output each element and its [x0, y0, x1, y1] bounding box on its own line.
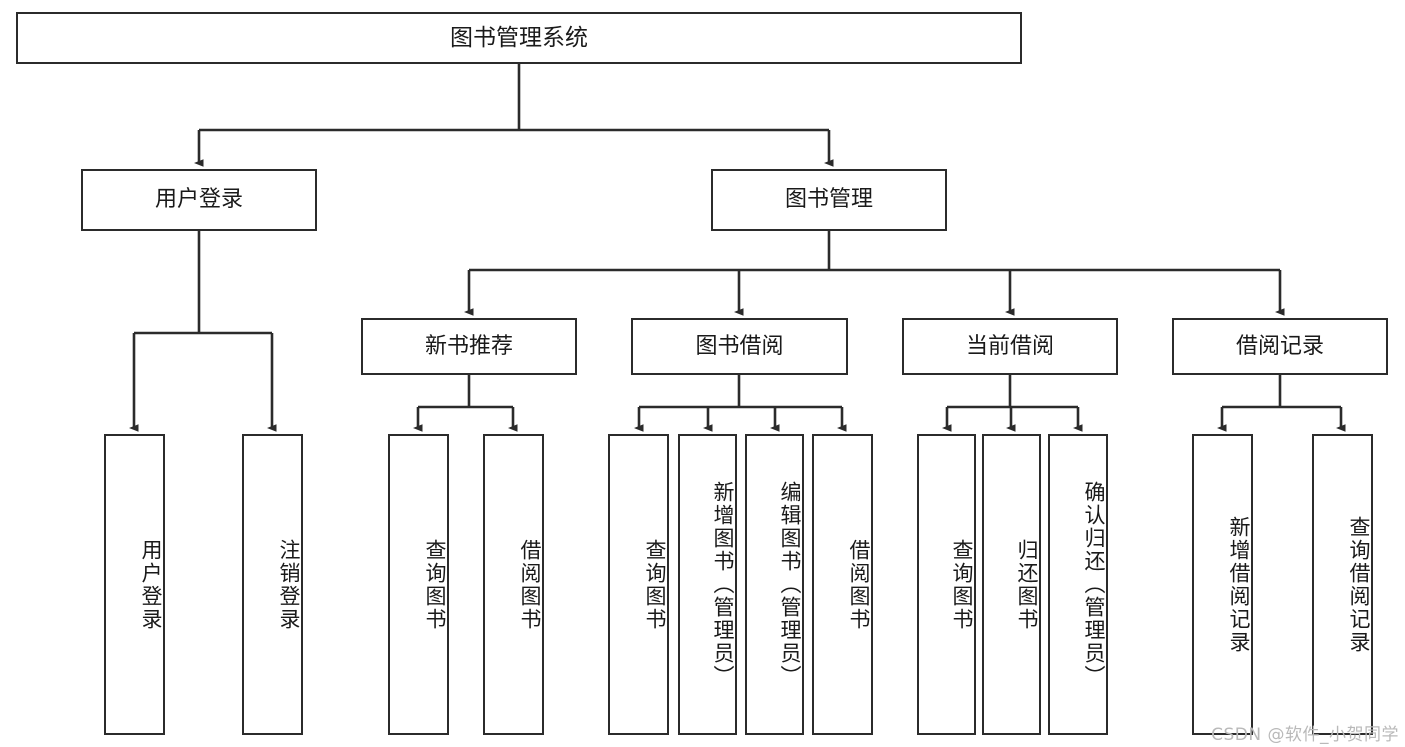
node-label: 图书借阅 — [695, 333, 784, 359]
node-label: 新书推荐 — [424, 333, 513, 359]
node-label: 借阅图书 — [847, 538, 871, 631]
leaf-book-borrow-query-book[interactable]: 查询图书 — [608, 434, 669, 735]
node-new-book-recommend[interactable]: 新书推荐 — [361, 318, 577, 375]
leaf-current-borrow-return-book[interactable]: 归还图书 — [982, 434, 1041, 735]
leaf-current-borrow-query-book[interactable]: 查询图书 — [917, 434, 976, 735]
leaf-borrow-record-query-record[interactable]: 查询借阅记录 — [1312, 434, 1373, 735]
node-label: 注销登录 — [277, 538, 301, 631]
node-label: 借阅图书 — [518, 538, 542, 631]
leaf-current-borrow-confirm-return-admin[interactable]: 确认归还（管理员） — [1048, 434, 1108, 735]
node-label: 编辑图书（管理员） — [778, 481, 802, 688]
node-label: 图书管理 — [784, 187, 873, 213]
node-label: 图书管理系统 — [450, 24, 588, 51]
node-label: 用户登录 — [139, 538, 163, 631]
node-label: 查询借阅记录 — [1347, 515, 1371, 654]
node-label: 查询图书 — [423, 538, 447, 631]
node-label: 新增借阅记录 — [1227, 515, 1251, 654]
node-label: 归还图书 — [1015, 538, 1039, 631]
node-current-borrow[interactable]: 当前借阅 — [902, 318, 1118, 375]
leaf-book-borrow-add-book-admin[interactable]: 新增图书（管理员） — [678, 434, 737, 735]
node-borrow-record[interactable]: 借阅记录 — [1172, 318, 1388, 375]
leaf-book-borrow-borrow-book[interactable]: 借阅图书 — [812, 434, 873, 735]
node-label: 新增图书（管理员） — [711, 481, 735, 688]
leaf-new-book-borrow-book[interactable]: 借阅图书 — [483, 434, 544, 735]
leaf-new-book-query-book[interactable]: 查询图书 — [388, 434, 449, 735]
node-label: 确认归还（管理员） — [1082, 481, 1106, 688]
node-label: 借阅记录 — [1235, 333, 1324, 359]
leaf-user-login-login[interactable]: 用户登录 — [104, 434, 165, 735]
node-root-book-management-system[interactable]: 图书管理系统 — [16, 12, 1022, 64]
node-label: 当前借阅 — [965, 333, 1054, 359]
node-book-management[interactable]: 图书管理 — [711, 169, 947, 231]
node-user-login[interactable]: 用户登录 — [81, 169, 317, 231]
csdn-watermark: CSDN @软件_小贺同学 — [1211, 725, 1399, 745]
leaf-user-login-logout[interactable]: 注销登录 — [242, 434, 303, 735]
node-label: 查询图书 — [643, 538, 667, 631]
node-book-borrow[interactable]: 图书借阅 — [631, 318, 848, 375]
node-label: 查询图书 — [950, 538, 974, 631]
leaf-book-borrow-edit-book-admin[interactable]: 编辑图书（管理员） — [745, 434, 804, 735]
node-label: 用户登录 — [154, 187, 243, 213]
leaf-borrow-record-add-record[interactable]: 新增借阅记录 — [1192, 434, 1253, 735]
